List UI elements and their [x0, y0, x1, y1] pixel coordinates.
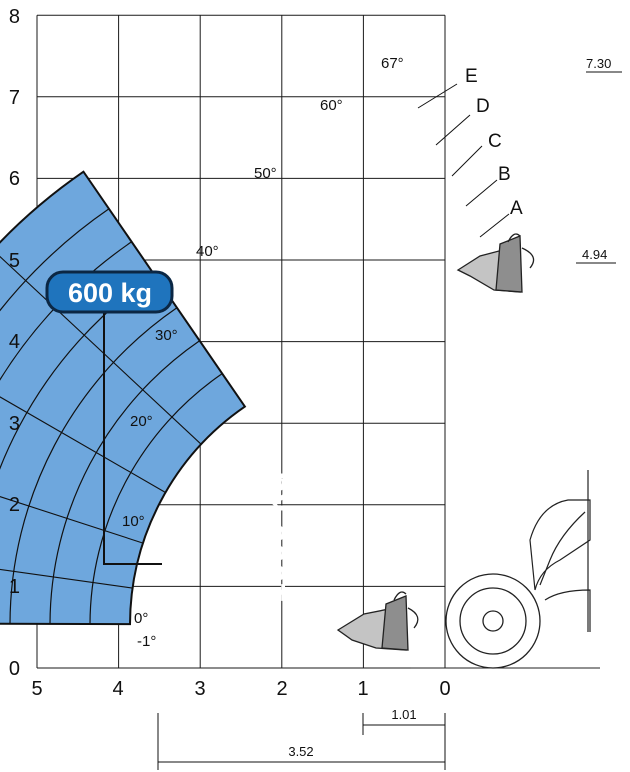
- curve-label: A: [510, 198, 523, 219]
- y-tick-label: 7: [9, 87, 20, 109]
- curve-label: E: [465, 66, 478, 87]
- leader-line: [435, 114, 471, 146]
- machine-outline: [411, 470, 600, 669]
- y-tick-label: 1: [9, 576, 20, 598]
- height-marker-label: 4.94: [582, 247, 607, 262]
- x-tick-label: 2: [276, 678, 287, 700]
- x-tick-label: 0: [439, 678, 450, 700]
- angle-label: 40°: [196, 243, 219, 260]
- fork-attachment-bottom: [336, 591, 419, 651]
- angle-line: [0, 255, 202, 445]
- height-markers: 7.30 4.94: [576, 56, 622, 264]
- zone-1000-label: 1000 kg: [252, 471, 293, 603]
- y-tick-labels: 0 1 2 3 4 5 6 7 8: [9, 6, 20, 680]
- angle-label: 10°: [122, 513, 145, 530]
- leader-line: [479, 213, 510, 238]
- boom-arc: [9, 307, 178, 624]
- dim-label: 3.52: [288, 744, 313, 759]
- boom-arc: [89, 373, 223, 625]
- dim-label: 1.01: [391, 707, 416, 722]
- curve-label: B: [498, 164, 511, 185]
- angle-labels: -1° 0° 10° 20° 30° 40° 50° 60° 67°: [122, 55, 404, 650]
- badge-leader-line: [103, 312, 162, 565]
- leader-line: [451, 145, 483, 177]
- x-tick-label: 5: [31, 678, 42, 700]
- zone-600-badge: 600 kg: [45, 270, 174, 565]
- angle-label: 67°: [381, 55, 404, 72]
- fork-attachment-top: [456, 233, 535, 293]
- x-tick-label: 3: [194, 678, 205, 700]
- y-tick-label: 3: [9, 413, 20, 435]
- y-tick-label: 2: [9, 494, 20, 516]
- angle-label: -1°: [137, 633, 156, 650]
- boom-arc: [0, 208, 110, 312]
- x-tick-label: 4: [112, 678, 123, 700]
- y-tick-label: 6: [9, 168, 20, 190]
- reach-dimensions: 1.01 3.52: [157, 707, 446, 770]
- angle-label: 0°: [134, 610, 148, 627]
- angle-line: [0, 396, 166, 493]
- x-tick-labels: 5 4 3 2 1 0: [31, 678, 450, 700]
- curve-labels: E D C B A: [417, 66, 523, 238]
- angle-label: 30°: [155, 327, 178, 344]
- y-tick-label: 4: [9, 331, 20, 353]
- curve-label: D: [476, 96, 490, 117]
- angle-label: 50°: [254, 165, 277, 182]
- height-marker-label: 7.30: [586, 56, 611, 71]
- y-tick-label: 8: [9, 6, 20, 28]
- y-tick-label: 0: [9, 658, 20, 680]
- leader-line: [417, 83, 458, 109]
- load-zones: [0, 170, 247, 626]
- angle-lines: [0, 255, 202, 589]
- curve-label: C: [488, 131, 502, 152]
- x-tick-label: 1: [357, 678, 368, 700]
- zone-1000: [0, 170, 247, 626]
- badge-box: [45, 270, 174, 314]
- leader-line: [465, 179, 498, 207]
- angle-label: 20°: [130, 413, 153, 430]
- y-tick-label: 5: [9, 250, 20, 272]
- angle-line: [0, 568, 133, 589]
- badge-label: 600 kg: [68, 278, 152, 308]
- angle-line: [0, 496, 144, 544]
- boom-arc: [49, 340, 200, 624]
- angle-label: 60°: [320, 97, 343, 114]
